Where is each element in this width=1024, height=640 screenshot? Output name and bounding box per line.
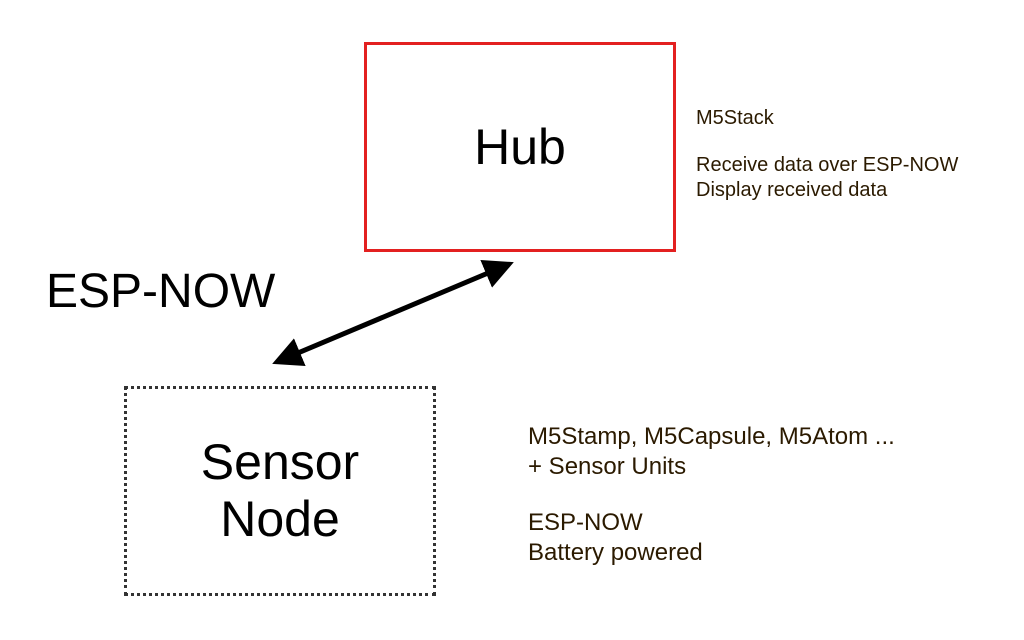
- link-label: ESP-NOW: [46, 265, 276, 318]
- hub-feature-display: Display received data: [696, 179, 888, 201]
- sensor-node: Sensor Node: [124, 386, 436, 596]
- hub-device-label: M5Stack: [696, 107, 774, 129]
- hub-feature-receive: Receive data over ESP-NOW: [696, 154, 959, 176]
- hub-node: Hub: [364, 42, 676, 252]
- sensor-protocol-label: ESP-NOW: [528, 509, 643, 536]
- hub-title: Hub: [474, 119, 566, 175]
- sensor-devices-label: M5Stamp, M5Capsule, M5Atom ...: [528, 423, 895, 450]
- hub-notes: M5Stack Receive data over ESP-NOW Displa…: [696, 106, 958, 203]
- sensor-title-line-2: Node: [220, 491, 340, 547]
- sensor-title-line-1: Sensor: [200, 433, 360, 490]
- sensor-power-label: Battery powered: [528, 539, 703, 566]
- sensor-addon-label: + Sensor Units: [528, 453, 687, 480]
- sensor-notes: M5Stamp, M5Capsule, M5Atom ... + Sensor …: [528, 422, 895, 568]
- bidirectional-arrow: [272, 259, 514, 367]
